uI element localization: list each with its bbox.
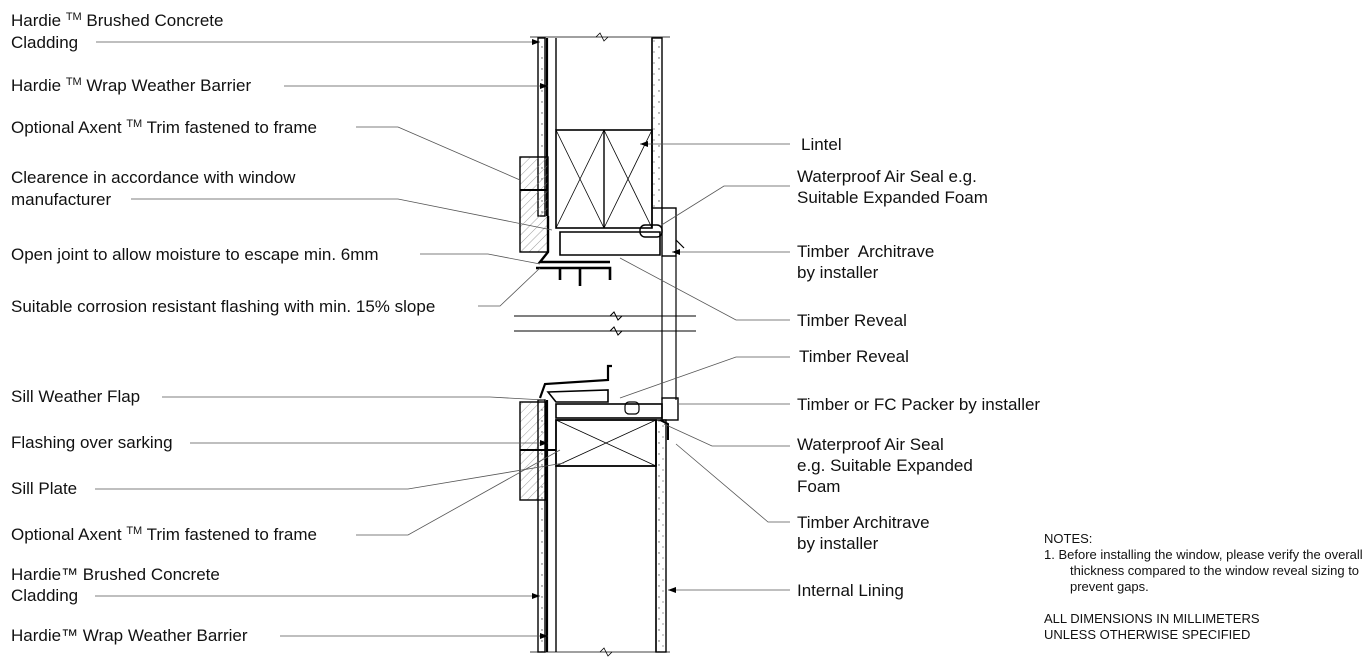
trademark-mark: TM (65, 76, 82, 88)
label-reveal-bottom: Timber Reveal (799, 347, 909, 366)
label-flashing-sarking: Flashing over sarking (11, 433, 173, 452)
label-open-joint: Open joint to allow moisture to escape m… (11, 245, 379, 264)
label-architrave-bottom-line1: Timber Architrave (797, 513, 930, 532)
axent-trim-top (519, 156, 549, 253)
label-lintel: Lintel (801, 135, 842, 154)
internal-lining-top (651, 37, 663, 209)
label-air-seal-top-line1: Waterproof Air Seal e.g. (797, 167, 977, 186)
leader-arrowheads (532, 39, 680, 639)
leader-lines (95, 41, 790, 637)
dimensions-note-line2: UNLESS OTHERWISE SPECIFIED (1044, 627, 1251, 642)
notes-item-1: 1. Before installing the window, please … (1044, 547, 1363, 594)
label-text: Trim fastened to frame (142, 525, 317, 544)
label-cladding-top-line2: Cladding (11, 33, 79, 52)
sill-weather-flap (538, 364, 612, 399)
label-text: Trim fastened to frame (142, 118, 317, 137)
label-wrap-bottom: Hardie™ Wrap Weather Barrier (11, 626, 248, 645)
label-text: Brushed Concrete (81, 11, 224, 30)
label-axent-bottom: Optional Axent TM Trim fastened to frame (11, 524, 317, 548)
label-architrave-top-line2: by installer (797, 263, 879, 282)
dimensions-note-line1: ALL DIMENSIONS IN MILLIMETERS (1044, 611, 1260, 626)
label-flashing-slope: Suitable corrosion resistant flashing wi… (11, 297, 436, 316)
label-text: Wrap Weather Barrier (81, 76, 252, 95)
notes-block: NOTES: 1. Before installing the window, … (1044, 531, 1366, 643)
internal-lining-bottom (655, 419, 667, 653)
label-reveal-top: Timber Reveal (797, 311, 907, 330)
label-text: Optional Axent (11, 525, 127, 544)
label-packer: Timber or FC Packer by installer (797, 395, 1041, 414)
top-wall-section (519, 32, 685, 286)
trademark-mark: TM (126, 525, 143, 537)
label-air-seal-top-line2: Suitable Expanded Foam (797, 188, 988, 207)
label-wrap-top: Hardie TM Wrap Weather Barrier (11, 75, 251, 99)
label-architrave-bottom-line2: by installer (797, 534, 879, 553)
label-sill-plate: Sill Plate (11, 479, 78, 498)
label-text: Hardie (11, 76, 66, 95)
label-cladding-bottom-line1: Hardie™ Brushed Concrete (11, 565, 220, 584)
label-sill-flap: Sill Weather Flap (11, 387, 141, 406)
label-text: Optional Axent (11, 118, 127, 137)
label-air-seal-bottom-line3: Foam (797, 477, 841, 496)
packer (661, 397, 679, 421)
label-clearance-line2: manufacturer (11, 190, 112, 209)
timber-reveal-top (661, 207, 677, 257)
section-break (514, 256, 696, 400)
label-internal-lining: Internal Lining (797, 581, 904, 600)
trademark-mark: TM (65, 11, 82, 23)
label-cladding-bottom-line2: Cladding (11, 586, 79, 605)
label-air-seal-bottom-line2: e.g. Suitable Expanded (797, 456, 973, 475)
label-axent-top: Optional Axent TM Trim fastened to frame (11, 117, 317, 141)
label-air-seal-bottom-line1: Waterproof Air Seal (797, 435, 944, 454)
cladding-bottom (537, 399, 546, 653)
notes-heading: NOTES: (1044, 531, 1093, 546)
label-architrave-top-line1: Timber Architrave (797, 242, 935, 261)
label-clearance-line1: Clearence in accordance with window (11, 168, 296, 187)
label-cladding-top: Hardie TM Brushed Concrete (11, 10, 223, 34)
trademark-mark: TM (126, 118, 143, 130)
head-flashing (537, 216, 610, 264)
label-text: Hardie (11, 11, 66, 30)
sill-section (519, 364, 679, 657)
